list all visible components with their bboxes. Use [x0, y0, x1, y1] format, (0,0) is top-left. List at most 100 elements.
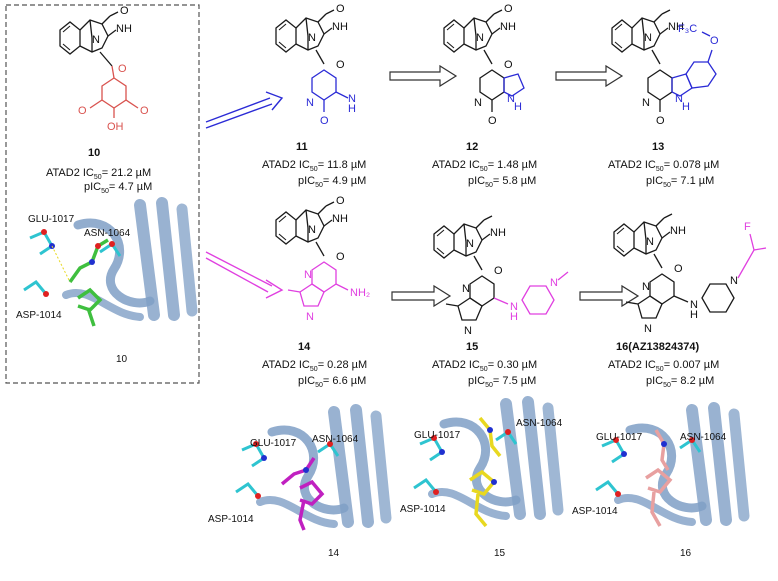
atom-n: N [462, 283, 470, 295]
residue-glu: GLU-1017 [250, 438, 297, 449]
atom-o: O [118, 63, 127, 75]
atom-nh: NH [500, 21, 516, 33]
substituent-oh: OH [107, 121, 124, 133]
svg-text:pIC50= 6.6 µM: pIC50= 6.6 µM [298, 375, 366, 389]
atom-o: O [120, 5, 129, 17]
atom-nh: NH [668, 21, 684, 33]
atom-n: N [466, 238, 474, 250]
atom-o: O [78, 105, 87, 117]
residue-asn: ASN-1064 [84, 228, 131, 239]
atom-n: N [348, 93, 356, 105]
svg-text:pIC50= 4.9 µM: pIC50= 4.9 µM [298, 175, 366, 189]
residue-glu: GLU-1017 [414, 430, 461, 441]
pic50-label: pIC [84, 181, 101, 193]
ic50-value: = 11.8 µM [318, 159, 367, 171]
atom-n: N [690, 299, 698, 311]
structure-12: N NH O O H N N O [443, 3, 525, 127]
binding-panel-14: GLU-1017 ASN-1064 ASP-1014 14 [208, 410, 386, 559]
atom-n: N [308, 32, 316, 44]
atom-o: O [710, 35, 719, 47]
ic50-label: ATAD2 IC [608, 359, 656, 371]
residue-asn: ASN-1064 [516, 418, 563, 429]
atom-nh: NH [116, 23, 132, 35]
arrow-11-12 [389, 64, 458, 88]
pic50-value: = 4.7 µM [109, 181, 152, 193]
ic50-value: = 1.48 µM [488, 159, 537, 171]
atom-h: H [682, 101, 690, 113]
subscript: 50 [315, 182, 323, 189]
ic50-value: = 0.30 µM [488, 359, 537, 371]
subscript: 50 [663, 182, 671, 189]
atom-n: N [510, 301, 518, 313]
atom-n: N [476, 32, 484, 44]
binding-panel-15: GLU-1017 ASN-1064 ASP-1014 15 [400, 402, 563, 559]
compound-id: 14 [298, 341, 311, 353]
ic50-label: ATAD2 IC [432, 359, 480, 371]
atom-n: N [464, 325, 472, 337]
subscript: 50 [480, 166, 488, 173]
activity-10: ATAD2 IC50= 21.2 µM pIC50 = 4.7 µM [46, 167, 152, 195]
atom-n: N [474, 97, 482, 109]
atom-o: O [674, 263, 683, 275]
atom-n: N [646, 236, 654, 248]
svg-text:ATAD2 IC50= 21.2 µM: ATAD2 IC50= 21.2 µM [46, 167, 151, 181]
atom-h: H [514, 101, 522, 113]
ic50-value: = 0.28 µM [318, 359, 367, 371]
atom-o: O [336, 195, 345, 207]
residue-asp: ASP-1014 [208, 514, 254, 525]
ic50-label: ATAD2 IC [262, 159, 310, 171]
substituent-f: F [744, 221, 751, 233]
atom-n: N [306, 311, 314, 323]
residue-asn: ASN-1064 [680, 432, 727, 443]
residue-glu: GLU-1017 [596, 432, 643, 443]
atom-h: H [348, 103, 356, 115]
atom-h: H [690, 309, 698, 321]
subscript: 50 [94, 174, 102, 181]
atom-o: O [494, 265, 503, 277]
subscript: 50 [310, 366, 318, 373]
atom-n: N [507, 93, 515, 105]
svg-text:pIC50= 7.1 µM: pIC50= 7.1 µM [646, 175, 714, 189]
atom-n: N [644, 323, 652, 335]
residue-asp: ASP-1014 [400, 504, 446, 515]
atom-o: O [656, 115, 665, 127]
atom-n: N [675, 93, 683, 105]
subscript: 50 [485, 382, 493, 389]
subscript: 50 [310, 166, 318, 173]
compound-id: 10 [88, 147, 100, 159]
arrow-14-15 [391, 284, 452, 308]
svg-text:pIC50= 8.2 µM: pIC50= 8.2 µM [646, 375, 714, 389]
ic50-value: = 21.2 µM [102, 167, 151, 179]
binding-panel-16: GLU-1017 ASN-1064 ASP-1014 16 [572, 408, 744, 559]
panel-label: 10 [116, 354, 128, 365]
activity-14: ATAD2 IC50= 0.28 µM pIC50= 6.6 µM [262, 359, 367, 389]
compound-id: 15 [466, 341, 478, 353]
lead-compound-frame [5, 4, 200, 384]
panel-label: 15 [494, 548, 506, 559]
subscript: 50 [656, 366, 664, 373]
pic50-value: = 4.9 µM [323, 175, 366, 187]
structure-13: N NH O F₃C H N N O [611, 9, 719, 127]
residue-asp: ASP-1014 [16, 310, 62, 321]
svg-text:ATAD2 IC50= 11.8 µM: ATAD2 IC50= 11.8 µM [262, 159, 366, 173]
compound-id: 11 [296, 141, 308, 153]
structure-11: N NH O O N H N O [275, 3, 356, 127]
subscript: 50 [656, 166, 664, 173]
activity-13: ATAD2 IC50= 0.078 µM pIC50= 7.1 µM [608, 159, 719, 189]
structure-14: N NH O O NH₂ N N [275, 195, 370, 323]
substituent-cf3: F₃C [678, 23, 697, 35]
atom-nh: NH [490, 227, 506, 239]
atom-n: N [306, 97, 314, 109]
activity-12: ATAD2 IC50= 1.48 µM pIC50= 5.8 µM [432, 159, 537, 189]
svg-text:ATAD2 IC50= 1.48 µM: ATAD2 IC50= 1.48 µM [432, 159, 537, 173]
structure-10: N NH O O O O OH [59, 5, 149, 133]
atom-o: O [504, 59, 513, 71]
pic50-label: pIC [468, 175, 485, 187]
ic50-value: = 0.078 µM [664, 159, 720, 171]
compound-id: 12 [466, 141, 478, 153]
activity-16: ATAD2 IC50= 0.007 µM pIC50= 8.2 µM [608, 359, 719, 389]
atom-o: O [504, 3, 513, 15]
atom-n: N [642, 281, 650, 293]
